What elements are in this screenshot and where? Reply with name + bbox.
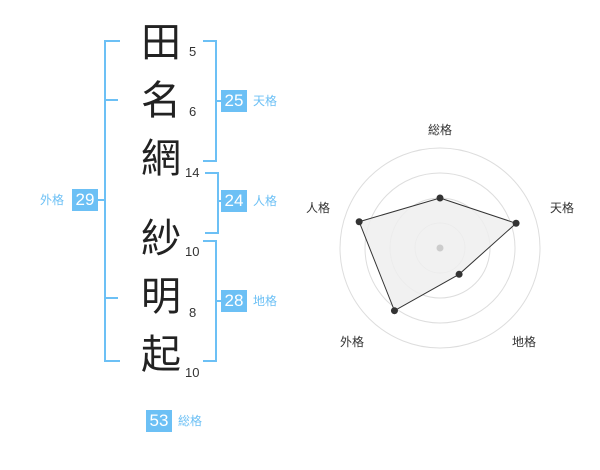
radar-ring — [339, 147, 541, 349]
soukaku-label: 総格 — [178, 414, 203, 428]
stroke-count-2: 6 — [189, 104, 197, 119]
name-char-3: 網 — [141, 136, 181, 182]
radar-axis-label-jinkaku: 人格 — [306, 200, 330, 215]
jinkaku-label: 人格 — [253, 194, 278, 208]
stroke-count-5: 8 — [189, 305, 197, 320]
stroke-count-6: 10 — [185, 365, 200, 380]
radar-point-2 — [512, 219, 520, 227]
bracket-tick — [106, 297, 118, 299]
name-char-2: 名 — [141, 78, 181, 124]
radar-points — [355, 194, 520, 315]
soukaku-score: 53 — [146, 410, 172, 432]
name-char-1: 田 — [141, 20, 181, 66]
gaikaku-bracket — [104, 40, 120, 362]
name-char-5: 明 — [141, 274, 181, 320]
gaikaku-score: 29 — [72, 189, 98, 211]
radar-chart: 総格 天格 地格 外格 人格 — [306, 122, 574, 349]
chikaku-score: 28 — [221, 290, 247, 312]
radar-axis-label-soukaku: 総格 — [428, 122, 452, 137]
radar-point-3 — [455, 270, 463, 278]
radar-center-dot — [436, 244, 444, 252]
radar-point-5 — [355, 218, 363, 226]
chikaku-label: 地格 — [253, 294, 278, 308]
radar-point-4 — [390, 307, 398, 315]
bracket-tick — [106, 99, 118, 101]
gaikaku-label: 外格 — [40, 193, 65, 207]
tenkaku-label: 天格 — [253, 94, 278, 108]
jinkaku-score: 24 — [221, 190, 247, 212]
radar-axis-label-tenkaku: 天格 — [550, 200, 574, 215]
radar-axis-label-gaikaku: 外格 — [340, 334, 364, 349]
stroke-count-1: 5 — [189, 44, 197, 59]
bracket-connector — [215, 100, 221, 102]
bracket-connector — [98, 199, 106, 201]
stroke-count-4: 10 — [185, 244, 200, 259]
radar-point-1 — [436, 194, 444, 202]
bracket-connector — [217, 200, 221, 202]
tenkaku-score: 25 — [221, 90, 247, 112]
radar-axis-label-chikaku: 地格 — [512, 334, 536, 349]
stroke-count-3: 14 — [185, 165, 200, 180]
radar-polygon — [358, 197, 518, 312]
bracket-connector — [215, 300, 221, 302]
radar-ring — [364, 172, 516, 324]
jinkaku-bracket — [205, 172, 219, 234]
name-char-4: 紗 — [141, 216, 181, 262]
name-char-6: 起 — [141, 332, 181, 378]
